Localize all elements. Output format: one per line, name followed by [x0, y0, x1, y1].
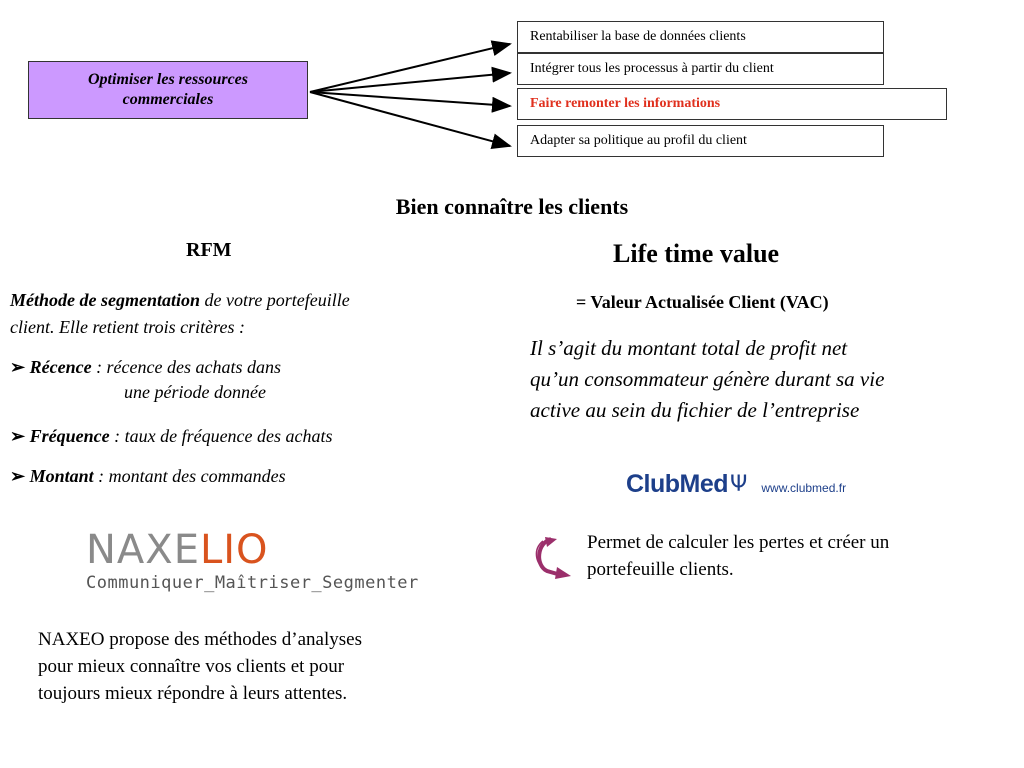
- rfm-title: RFM: [186, 239, 232, 261]
- bullet-arrow-icon: ➢: [10, 466, 26, 486]
- naxelio-text-line2: pour mieux connaître vos clients et pour: [38, 656, 345, 677]
- curved-arrow-icon: [535, 537, 571, 579]
- arrow-to-objective-3: [309, 91, 512, 113]
- section-title: Bien connaître les clients: [395, 194, 629, 219]
- objective-label-4: Adapter sa politique au profil du client: [530, 133, 747, 148]
- ltv-line3: active au sein du fichier de l’entrepris…: [530, 398, 860, 422]
- bullet-desc-recence: : récence des achats dans: [91, 357, 282, 377]
- arrow-to-objective-2: [309, 66, 512, 93]
- clubmed-logo-text: ClubMed: [626, 470, 729, 498]
- naxelio-description: NAXEO propose des méthodes d’analyses po…: [38, 626, 478, 707]
- bullet-arrow-icon: ➢: [10, 357, 26, 377]
- bullet-desc-recence-line2: une période donnée: [124, 382, 266, 402]
- naxelio-text-line1: NAXEO propose des méthodes d’analyses: [38, 629, 362, 650]
- clubmed-logo: ClubMed Ψ www.clubmed.fr: [626, 470, 846, 499]
- bullet-term-frequence: Fréquence: [29, 426, 110, 446]
- objective-label-2: Intégrer tous les processus à partir du …: [530, 61, 774, 76]
- objective-label-3: Faire remonter les informations: [530, 96, 721, 111]
- bullet-desc-frequence: : taux de fréquence des achats: [109, 426, 333, 446]
- rfm-bullet-montant: ➢ Montant : montant des commandes: [10, 464, 480, 489]
- ltv-definition: Il s’agit du montant total de profit net…: [530, 333, 1010, 426]
- main-goal-box: Optimiser les ressources commerciales: [28, 61, 308, 119]
- objective-label-1: Rentabiliser la base de données clients: [530, 29, 746, 44]
- note-line1: Permet de calculer les pertes et créer u…: [587, 532, 890, 553]
- trident-icon: Ψ: [730, 472, 748, 497]
- bullet-term-montant: Montant: [29, 466, 94, 486]
- bullet-arrow-icon: ➢: [10, 426, 26, 446]
- rfm-intro: Méthode de segmentation de votre portefe…: [10, 287, 480, 341]
- arrow-to-objective-4: [309, 91, 512, 150]
- rfm-intro-line2: client. Elle retient trois critères :: [10, 317, 245, 337]
- ltv-subtitle: = Valeur Actualisée Client (VAC): [576, 292, 829, 312]
- bullet-desc-montant: : montant des commandes: [93, 466, 286, 486]
- bullet-term-recence: Récence: [29, 357, 92, 377]
- ltv-line1: Il s’agit du montant total de profit net: [530, 336, 848, 360]
- rfm-intro-rest: de votre portefeuille: [200, 290, 350, 310]
- naxelio-tagline: Communiquer_Maîtriser_Segmenter: [86, 573, 419, 593]
- ltv-title: Life time value: [613, 239, 780, 268]
- rfm-bullet-frequence: ➢ Fréquence : taux de fréquence des acha…: [10, 424, 480, 449]
- note-line2: portefeuille clients.: [587, 559, 734, 580]
- clubmed-url: www.clubmed.fr: [761, 481, 847, 495]
- ltv-line2: qu’un consommateur génère durant sa vie: [530, 367, 885, 391]
- rfm-intro-bold: Méthode de segmentation: [10, 290, 200, 310]
- naxelio-logo: NAXELIO Communiquer_Maîtriser_Segmenter: [86, 527, 419, 593]
- naxelio-logo-accent: LIO: [199, 527, 269, 573]
- naxelio-logo-dark: NAXE: [86, 527, 200, 573]
- main-goal-line2: commerciales: [122, 91, 214, 108]
- arrow-to-objective-1: [309, 40, 512, 93]
- objective-box-1: Rentabiliser la base de données clients: [517, 21, 884, 53]
- objective-box-3: Faire remonter les informations: [517, 88, 947, 120]
- note-text: Permet de calculer les pertes et créer u…: [587, 529, 1007, 583]
- naxelio-text-line3: toujours mieux répondre à leurs attentes…: [38, 683, 348, 704]
- objective-box-4: Adapter sa politique au profil du client: [517, 125, 884, 157]
- main-goal-line1: Optimiser les ressources: [88, 71, 248, 88]
- objective-box-2: Intégrer tous les processus à partir du …: [517, 53, 884, 85]
- rfm-bullet-recence: ➢ Récence : récence des achats dans une …: [10, 355, 480, 405]
